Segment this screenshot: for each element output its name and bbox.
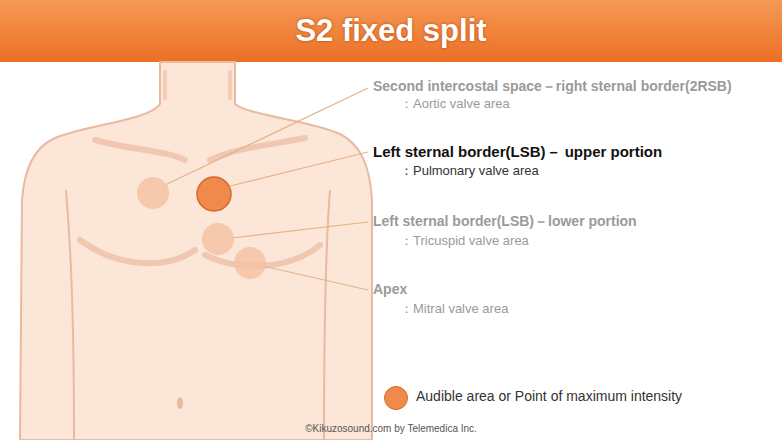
torso-silhouette [20, 62, 372, 440]
title-band [0, 0, 782, 62]
title: S2 fixed split [0, 0, 782, 62]
left-arm-line [66, 190, 74, 440]
pulmonary-area-spot [197, 177, 231, 211]
leader-line [263, 266, 368, 290]
clavicle-line [95, 138, 305, 160]
tricuspid-area-spot [202, 223, 234, 255]
navel [177, 397, 183, 409]
area-name: ：Tricuspid valve area [400, 232, 529, 250]
leader-line [232, 222, 368, 238]
area-name: ：Pulmonary valve area [400, 162, 539, 180]
area-heading: Left sternal border(LSB)－ upper portion [373, 143, 662, 162]
neck-shade [165, 70, 230, 100]
area-heading: Apex [373, 281, 407, 297]
watermark: ©Kikuzosound.com by Telemedica Inc. [0, 423, 782, 434]
area-heading: Second intercostal space－right sternal b… [373, 78, 732, 96]
legend-swatch [384, 386, 408, 410]
area-name: ：Mitral valve area [400, 300, 508, 318]
area-heading: Left sternal border(LSB)－lower portion [373, 213, 637, 231]
aortic-area-spot [137, 177, 169, 209]
mitral-area-spot [234, 247, 266, 279]
chest-line [80, 240, 320, 266]
area-name: ：Aortic valve area [400, 95, 510, 113]
legend-text: Audible area or Point of maximum intensi… [416, 388, 682, 404]
leader-line [226, 152, 368, 187]
leader-line [165, 88, 368, 185]
